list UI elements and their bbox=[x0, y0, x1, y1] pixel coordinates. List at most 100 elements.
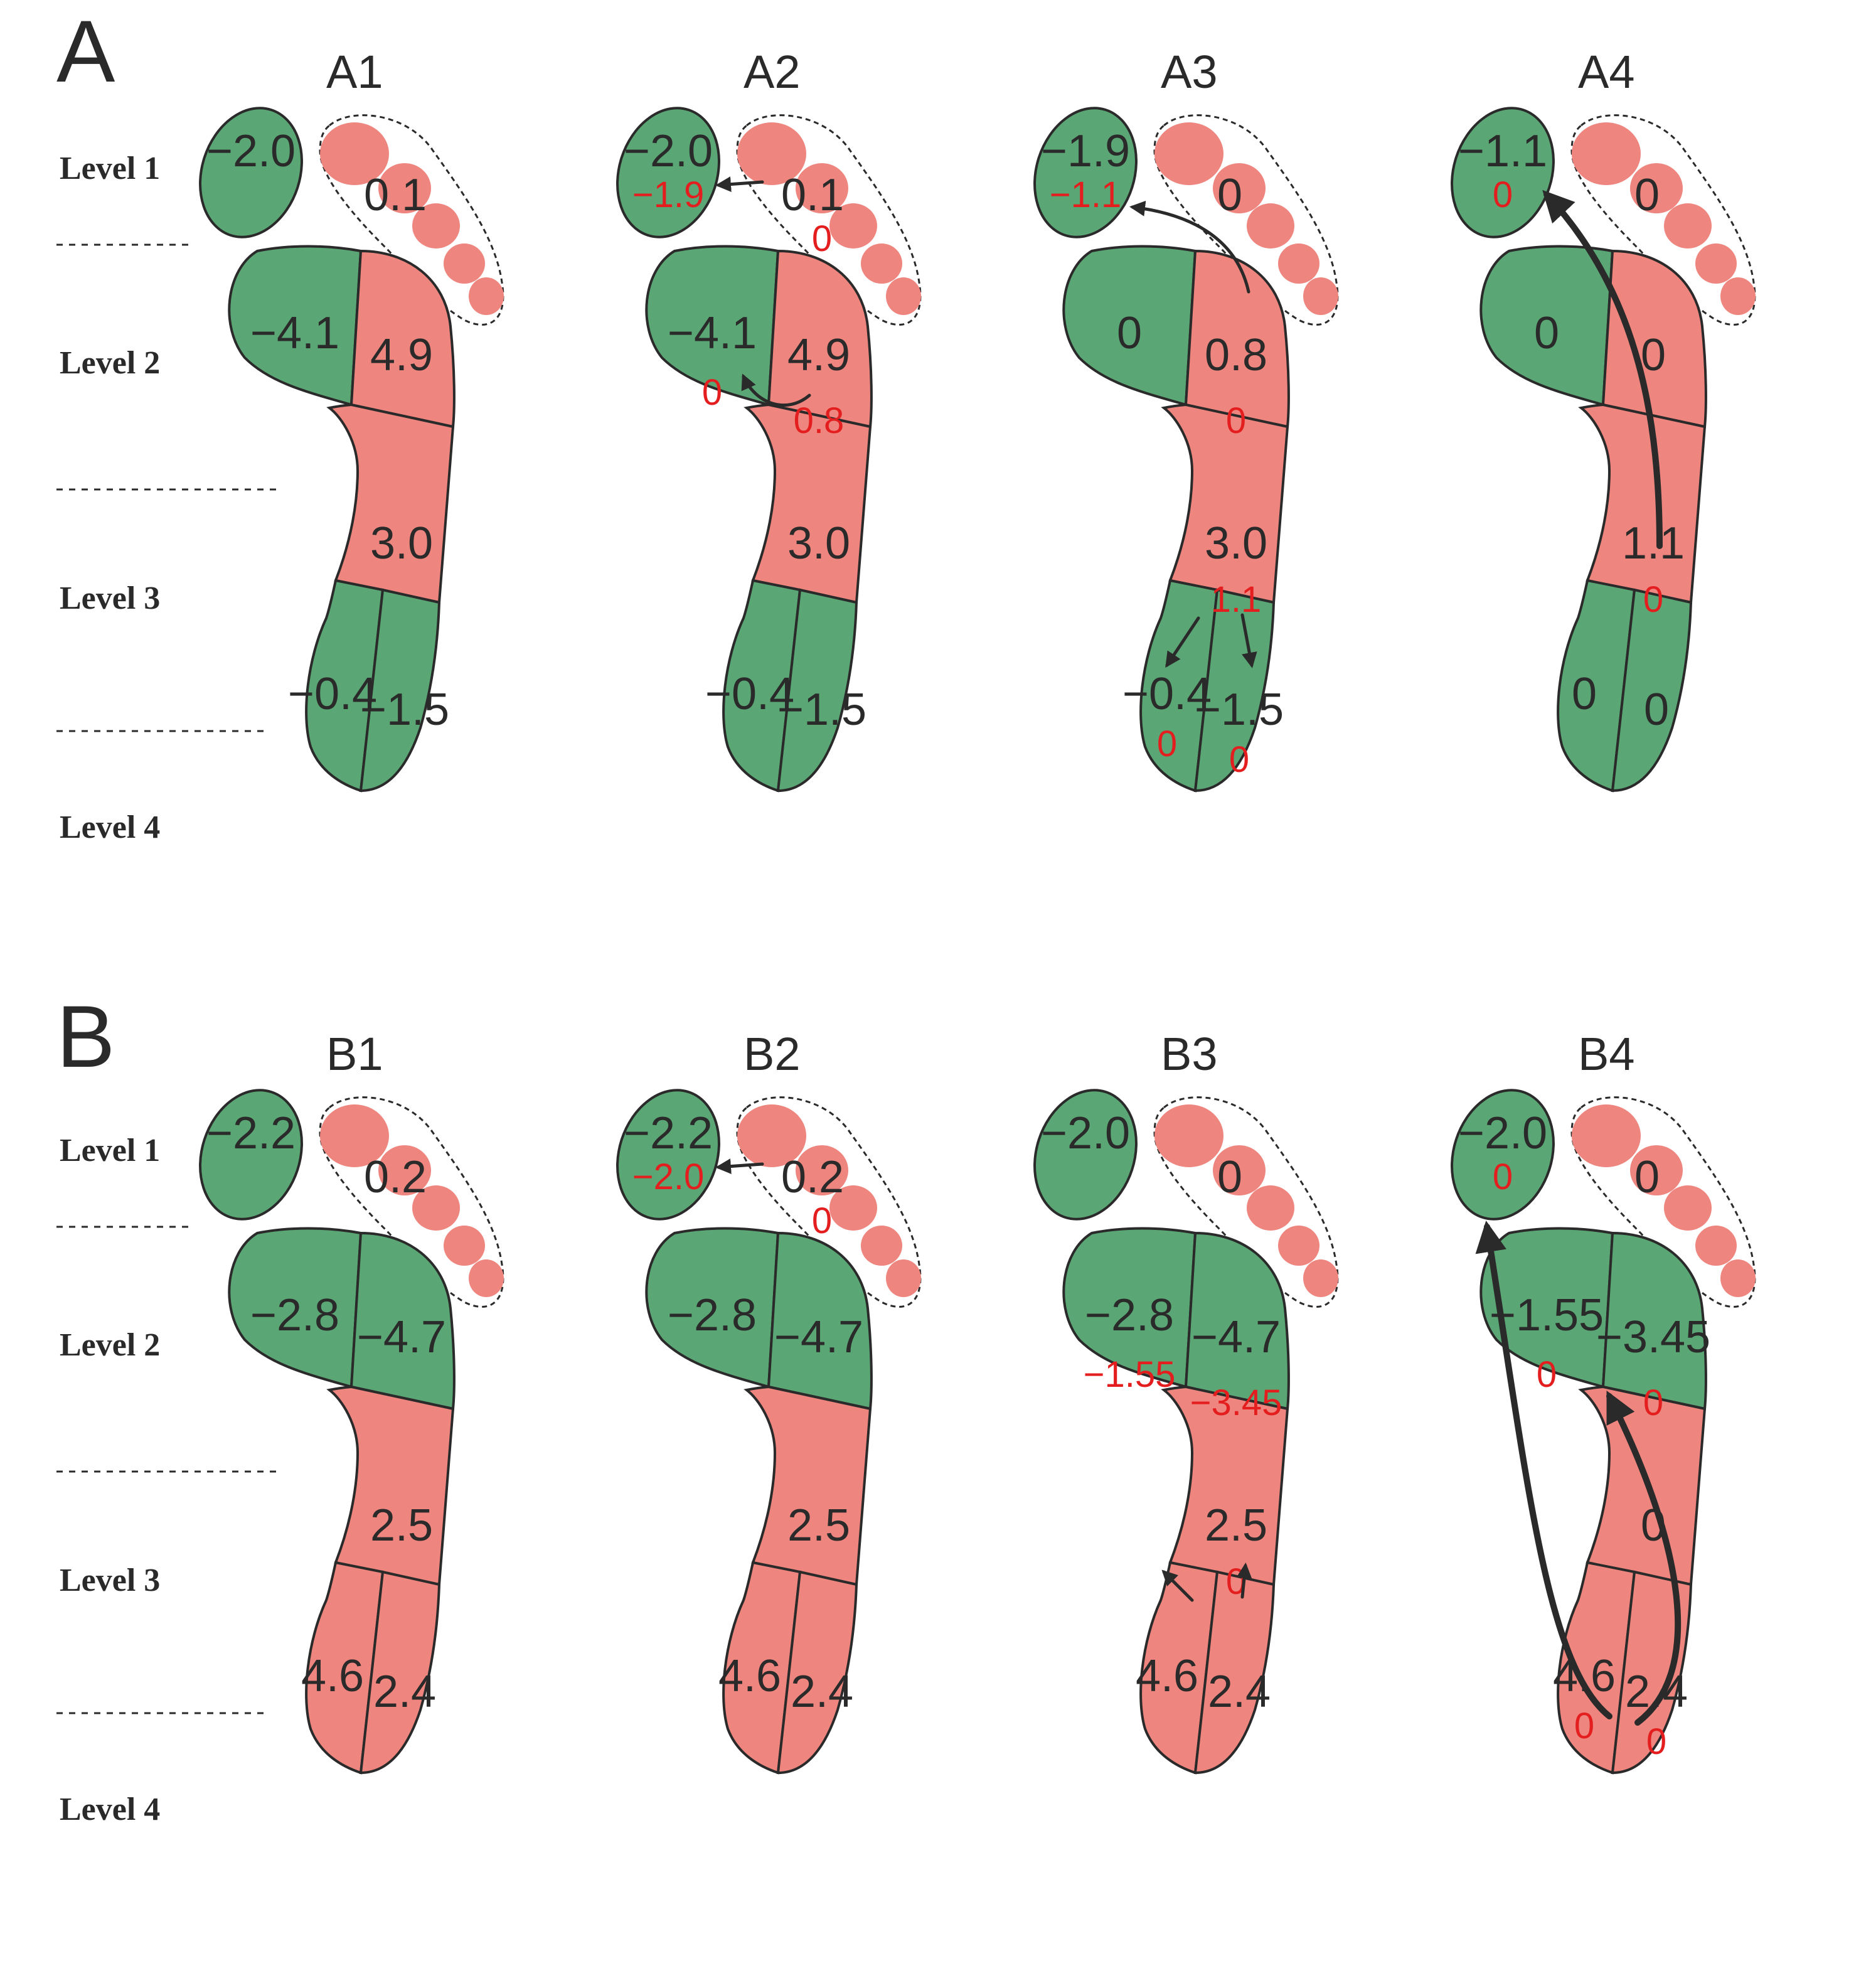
value-l3: 3.0 bbox=[787, 518, 850, 569]
region-l4a bbox=[1139, 579, 1219, 793]
region-l2a bbox=[1062, 245, 1197, 407]
region-l2b bbox=[349, 249, 456, 429]
toe-6 bbox=[886, 1259, 921, 1297]
toe-2 bbox=[320, 1104, 389, 1167]
value-l4b: −1.5 bbox=[1195, 685, 1284, 735]
toe-4 bbox=[829, 203, 877, 248]
value-hallux: −2.0 bbox=[1458, 1108, 1547, 1158]
toe-5 bbox=[444, 243, 485, 284]
level-label-3: Level 3 bbox=[60, 580, 160, 616]
toe-6 bbox=[1720, 277, 1756, 315]
value-hallux: −1.9 bbox=[1041, 126, 1130, 176]
toe-5 bbox=[444, 1226, 485, 1266]
value-l4a: 0 bbox=[1572, 669, 1597, 719]
region-l2b bbox=[767, 249, 873, 429]
toe-2 bbox=[1154, 122, 1223, 185]
value-l4b: 2.4 bbox=[1625, 1667, 1688, 1717]
value-l2a: 0 bbox=[1117, 308, 1142, 358]
region-l2a bbox=[1479, 1227, 1614, 1389]
region-l2a bbox=[645, 245, 780, 407]
value-l2b: 4.9 bbox=[370, 330, 433, 380]
lesser-toes-outline bbox=[1153, 1096, 1339, 1308]
update-value-l2b: 0.8 bbox=[794, 400, 845, 441]
update-value-l2b: 0 bbox=[1226, 400, 1246, 441]
toe-5 bbox=[1695, 243, 1737, 284]
toe-6 bbox=[469, 277, 504, 315]
toe-3 bbox=[796, 1145, 848, 1195]
region-l4a bbox=[722, 579, 802, 793]
toe-6 bbox=[469, 1259, 504, 1297]
panel-title: A1 bbox=[326, 46, 383, 98]
region-l3 bbox=[744, 1385, 872, 1586]
toe-4 bbox=[829, 1185, 877, 1231]
region-l4a bbox=[305, 579, 385, 793]
value-l4b: −1.5 bbox=[777, 685, 866, 735]
hallux-region bbox=[1451, 1089, 1555, 1221]
region-l4b bbox=[1193, 588, 1276, 793]
toe-2 bbox=[320, 122, 389, 185]
value-toes: 0.2 bbox=[364, 1152, 427, 1202]
value-l2a: −4.1 bbox=[250, 308, 339, 358]
value-l3: 2.5 bbox=[370, 1500, 433, 1551]
value-l4a: −0.4 bbox=[288, 669, 377, 719]
toe-3 bbox=[796, 163, 848, 213]
update-value-hallux: −1.9 bbox=[632, 174, 705, 215]
lesser-toes-outline bbox=[736, 114, 922, 326]
lesser-toes-outline bbox=[319, 114, 504, 326]
value-l4b: 2.4 bbox=[1208, 1667, 1271, 1717]
update-value-hallux: −2.0 bbox=[632, 1157, 705, 1197]
region-l2b bbox=[1601, 1231, 1707, 1411]
value-l4b: 2.4 bbox=[791, 1667, 853, 1717]
section-label-a: A bbox=[56, 2, 115, 100]
update-value-hallux: 0 bbox=[1493, 174, 1513, 215]
value-l4b: 2.4 bbox=[373, 1667, 436, 1717]
value-l2a: −2.8 bbox=[668, 1290, 757, 1340]
toe-2 bbox=[1572, 1104, 1641, 1167]
value-l2a: −1.55 bbox=[1490, 1290, 1604, 1340]
update-value-l4a: 0 bbox=[1157, 724, 1177, 764]
level-label-4: Level 4 bbox=[60, 1792, 160, 1827]
lesser-toes-outline bbox=[736, 1096, 922, 1308]
value-l2a: −2.8 bbox=[250, 1290, 339, 1340]
region-l4a bbox=[305, 1561, 385, 1775]
panel-title: B3 bbox=[1161, 1028, 1218, 1080]
hallux-region bbox=[199, 1089, 303, 1221]
value-hallux: −2.2 bbox=[624, 1108, 713, 1158]
panel-title: A3 bbox=[1161, 46, 1218, 98]
toe-4 bbox=[1664, 1185, 1712, 1231]
value-l4a: −0.4 bbox=[1122, 669, 1212, 719]
toe-5 bbox=[861, 1226, 902, 1266]
region-l4b bbox=[359, 1570, 441, 1775]
toe-6 bbox=[1303, 277, 1338, 315]
toe-3 bbox=[1630, 1145, 1683, 1195]
region-l4b bbox=[776, 588, 858, 793]
value-hallux: −2.2 bbox=[206, 1108, 296, 1158]
region-l3 bbox=[1578, 403, 1707, 604]
toe-4 bbox=[412, 203, 460, 248]
arrow-l3-l2a bbox=[1161, 1569, 1194, 1602]
section-label-b: B bbox=[56, 987, 115, 1086]
level-label-2: Level 2 bbox=[60, 345, 160, 381]
value-l2a: −2.8 bbox=[1085, 1290, 1174, 1340]
hallux-region bbox=[616, 1089, 720, 1221]
arrow-l3-l2b bbox=[1236, 1563, 1252, 1599]
value-toes: 0 bbox=[1634, 170, 1660, 220]
value-l2a: 0 bbox=[1534, 308, 1559, 358]
value-l4a: 4.6 bbox=[301, 1651, 364, 1701]
value-toes: 0 bbox=[1217, 1152, 1242, 1202]
level-label-2: Level 2 bbox=[60, 1327, 160, 1363]
value-l3: 1.1 bbox=[1622, 518, 1685, 569]
value-hallux: −2.0 bbox=[206, 126, 296, 176]
panel-title: A4 bbox=[1578, 46, 1635, 98]
arrow-l4a-hallux-big bbox=[1475, 1221, 1612, 1719]
value-toes: 0.1 bbox=[781, 170, 844, 220]
panel-title: B4 bbox=[1578, 1028, 1635, 1080]
level-label-3: Level 3 bbox=[60, 1563, 160, 1598]
region-l2a bbox=[228, 245, 363, 407]
region-l2b bbox=[349, 1231, 456, 1411]
